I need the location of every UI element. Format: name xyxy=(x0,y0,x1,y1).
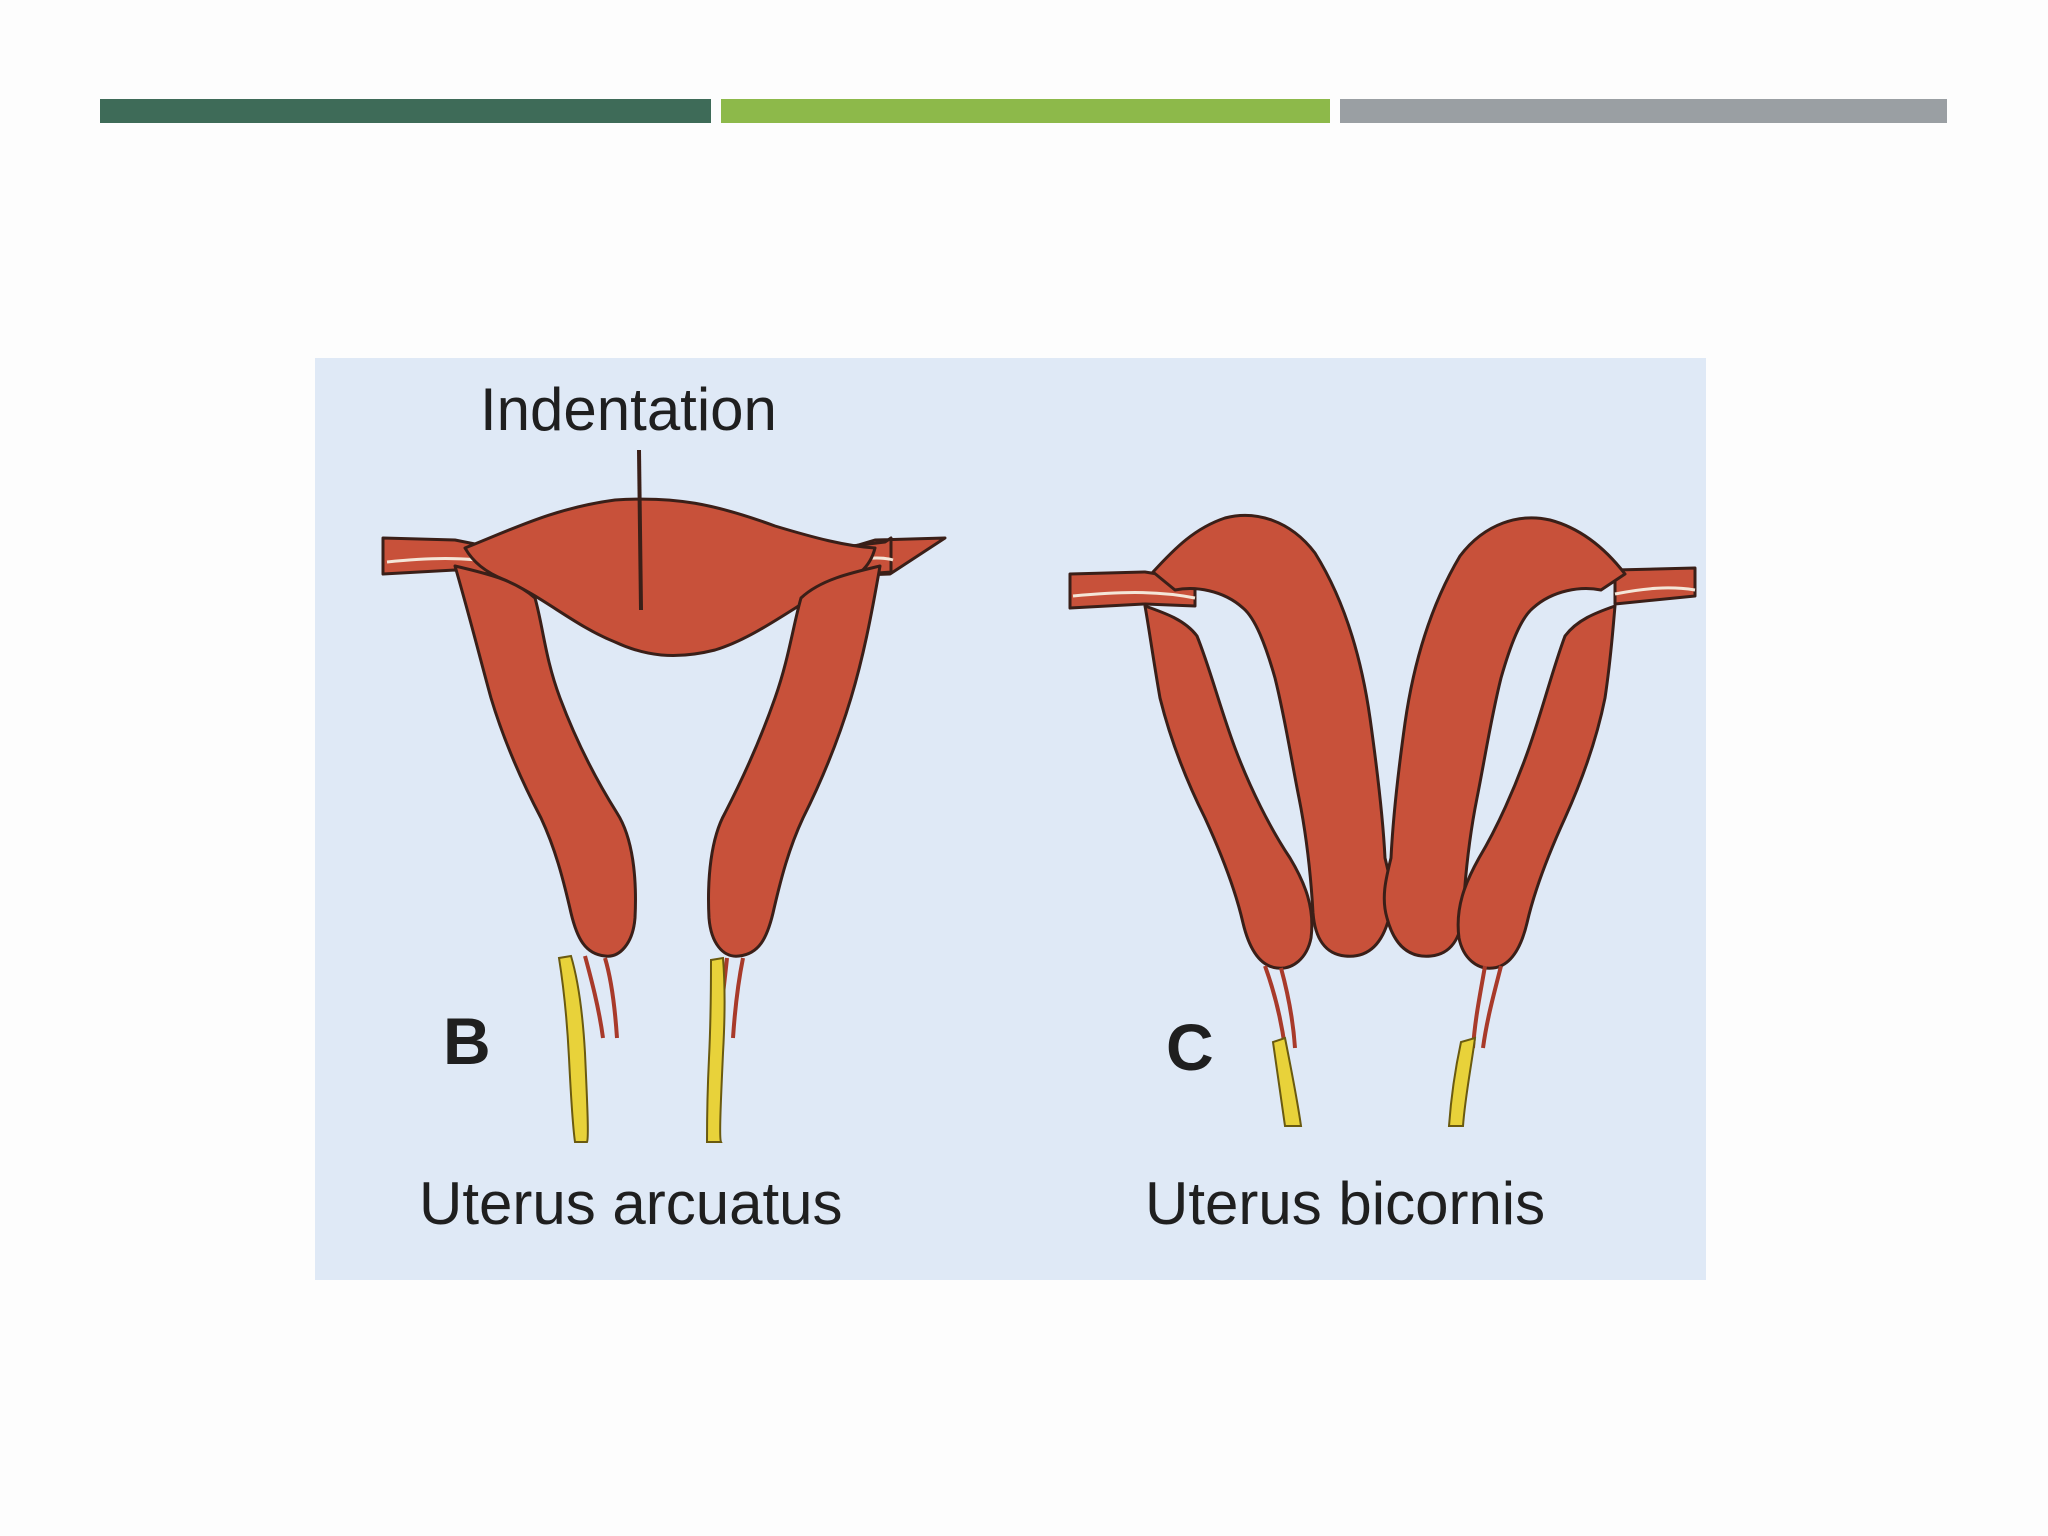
left-uterine-horn-right xyxy=(707,564,882,958)
accent-bar-dark-green xyxy=(100,99,711,123)
uterus-diagram-canvas: Indentation B C Uterus arcuatus Uterus b… xyxy=(315,358,1706,1280)
left-panel-letter: B xyxy=(443,1004,491,1078)
uterus-arcuatus-illustration xyxy=(381,449,947,1143)
left-ureter-right xyxy=(705,956,726,1143)
uterus-anomaly-figure: Indentation B C Uterus arcuatus Uterus b… xyxy=(315,358,1706,1280)
right-ureter-left xyxy=(1271,1036,1303,1127)
right-ureter-right xyxy=(1447,1036,1477,1127)
right-tube-right-side xyxy=(1613,566,1697,606)
right-panel-caption: Uterus bicornis xyxy=(1145,1170,1545,1237)
left-ureter-left xyxy=(557,954,589,1143)
left-panel-caption: Uterus arcuatus xyxy=(419,1170,843,1237)
figure-background xyxy=(315,358,1706,1280)
right-uterine-horn-right xyxy=(1382,516,1627,958)
right-uterine-limb-left xyxy=(1143,604,1314,970)
accent-bar-light-green xyxy=(721,99,1330,123)
right-uterine-horn-left xyxy=(1151,513,1394,958)
accent-bar-gray xyxy=(1340,99,1947,123)
uterus-bicornis-illustration xyxy=(1068,513,1697,1127)
right-panel-letter: C xyxy=(1166,1010,1214,1084)
left-uterine-horn-left xyxy=(453,564,637,958)
indentation-pointer-line xyxy=(637,449,643,611)
indentation-label: Indentation xyxy=(480,376,777,443)
right-uterine-limb-right xyxy=(1456,604,1617,970)
